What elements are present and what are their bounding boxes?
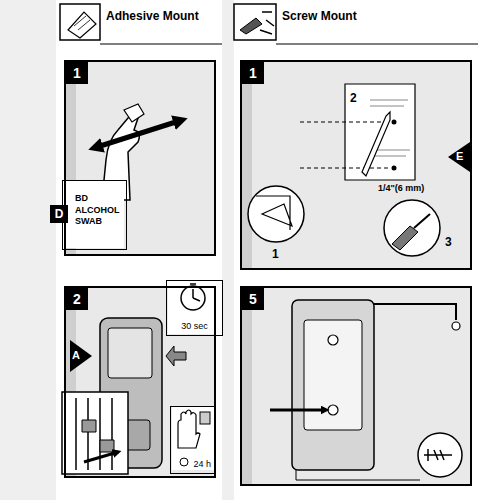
dispenser-mini [200, 412, 210, 424]
callout-number: 3 [445, 236, 452, 249]
wipe [124, 104, 144, 122]
step-number: 1 [66, 62, 88, 84]
screws-icon [260, 12, 274, 34]
adhesive-pads [82, 420, 114, 452]
swab-ground [62, 180, 124, 248]
callout-number: 2 [350, 92, 357, 105]
swab-inset: DBD ALCOHOL SWAB [62, 180, 127, 250]
mini-stopwatch [180, 458, 188, 466]
step-number: 5 [242, 288, 264, 310]
leader-line [374, 304, 456, 320]
drill-icon [240, 18, 262, 34]
screw-hole [328, 405, 338, 415]
drill-bit [414, 214, 430, 228]
step-number: 1 [242, 62, 264, 84]
column-band [222, 0, 234, 500]
side-band [0, 0, 56, 500]
press-arrow [166, 346, 186, 366]
bracket-inset [62, 392, 128, 474]
wait-ground [172, 406, 214, 470]
drill-mark [392, 120, 397, 125]
pencil [362, 112, 390, 176]
floor-line [296, 470, 420, 480]
screw-detail [424, 449, 452, 461]
drilling-template [345, 84, 415, 180]
callout-letter: E [456, 150, 463, 162]
wall-edge [242, 288, 252, 484]
panel-ground [240, 60, 472, 270]
callout-letter: D [50, 205, 68, 223]
screw-hole [328, 335, 338, 345]
step-panel: 1DBD ALCOHOL SWAB [64, 60, 216, 256]
dispenser-window [108, 328, 152, 378]
slide-arrow [84, 452, 118, 462]
adhesive-strip [68, 12, 96, 38]
adhesive-icon [60, 4, 100, 40]
back-plate [292, 300, 374, 470]
peel-inset [248, 186, 304, 242]
drill-inset [384, 200, 440, 256]
callout-triangle [70, 340, 92, 372]
step-panel: 230 sec24 h [64, 286, 216, 478]
screw-inset [418, 433, 462, 477]
header-rule [276, 44, 478, 45]
rub-arrow [94, 120, 182, 148]
callout-letter: A [72, 349, 80, 361]
stop-hand [178, 410, 200, 448]
callout-triangle [448, 142, 470, 172]
swab-label: BD ALCOHOL SWAB [75, 193, 123, 228]
time-label: 24 h [193, 460, 211, 470]
drill-mark [392, 166, 397, 171]
top-screw [452, 322, 460, 330]
wait-box: 24 h [170, 406, 216, 474]
back-plate-recess [304, 320, 362, 430]
adhesive-lines [74, 16, 90, 30]
step-number: 2 [66, 288, 88, 310]
dimension: 1/4"(6 mm) [378, 184, 424, 194]
panel-ground [240, 286, 472, 486]
peeled-liner [256, 196, 292, 230]
header-rule [100, 44, 222, 45]
callout-number: 1 [272, 248, 279, 261]
section-heading: Screw Mount [282, 10, 357, 23]
section-heading: Adhesive Mount [106, 10, 199, 23]
step-panel: 5 [240, 286, 472, 486]
time-label: 30 sec [167, 322, 222, 332]
drill-body [392, 226, 418, 250]
wall-edge [242, 62, 252, 268]
timer-box: 30 sec [166, 280, 223, 336]
screw-arrow [270, 409, 326, 412]
screw-icon [234, 4, 276, 40]
